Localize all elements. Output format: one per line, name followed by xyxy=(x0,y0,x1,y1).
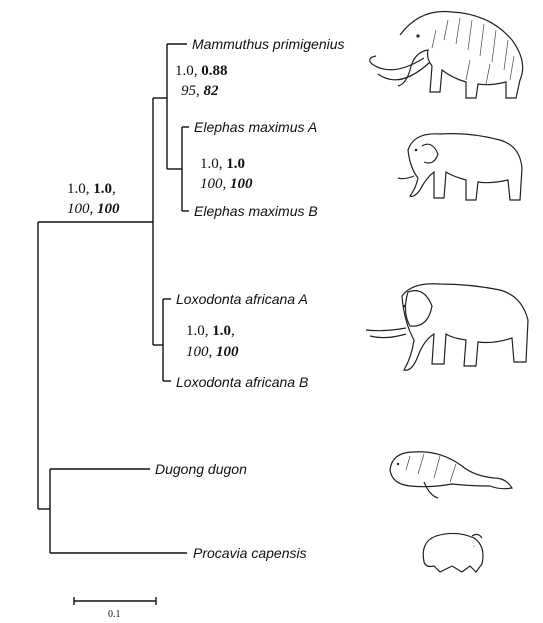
bootstrap-1: 95 xyxy=(181,83,197,99)
scale-bar: 0.1 xyxy=(73,597,157,620)
bootstrap-1: 100 xyxy=(200,176,223,192)
svg-text:95, 82: 95, 82 xyxy=(181,83,219,99)
bootstrap-2: 100 xyxy=(230,176,253,192)
bootstrap-1: 100 xyxy=(67,201,90,217)
asian-elephant-illustration xyxy=(397,133,523,201)
separator: , xyxy=(209,344,217,360)
separator: , xyxy=(112,181,116,197)
tree-branches xyxy=(37,43,189,554)
svg-text:100, 100: 100, 100 xyxy=(200,176,253,192)
african-elephant-illustration xyxy=(365,283,529,371)
support-elephantidae: 1.0, 1.0, 100, 100 xyxy=(67,181,120,217)
hyrax-illustration xyxy=(422,532,484,573)
posterior-probability-1: 1.0, xyxy=(200,156,226,172)
separator: , xyxy=(196,83,204,99)
dugong-illustration xyxy=(389,451,513,499)
bootstrap-2: 100 xyxy=(216,344,239,360)
support-loxodonta: 1.0, 1.0, 100, 100 xyxy=(186,323,239,360)
posterior-probability-2: 1.0 xyxy=(226,156,245,172)
svg-text:100, 100: 100, 100 xyxy=(67,201,120,217)
separator: , xyxy=(231,323,235,339)
svg-text:1.0, 1.0,: 1.0, 1.0, xyxy=(186,323,235,339)
svg-text:1.0, 1.0: 1.0, 1.0 xyxy=(200,156,245,172)
svg-text:1.0, 0.88: 1.0, 0.88 xyxy=(175,63,228,79)
posterior-probability-2: 0.88 xyxy=(201,63,227,79)
taxon-label-procavia: Procavia capensis xyxy=(193,545,307,561)
bootstrap-1: 100 xyxy=(186,344,209,360)
taxon-label-mammuthus: Mammuthus primigenius xyxy=(192,36,345,52)
svg-text:1.0, 1.0,: 1.0, 1.0, xyxy=(67,181,116,197)
taxon-label-elephas-a: Elephas maximus A xyxy=(194,119,317,135)
posterior-probability-1: 1.0, xyxy=(186,323,212,339)
posterior-probability-2: 1.0 xyxy=(93,181,112,197)
taxon-label-dugong: Dugong dugon xyxy=(155,461,247,477)
posterior-probability-1: 1.0, xyxy=(175,63,201,79)
taxon-label-loxodonta-b: Loxodonta africana B xyxy=(176,374,308,390)
woolly-mammoth-illustration xyxy=(369,10,524,99)
taxon-label-elephas-b: Elephas maximus B xyxy=(194,203,318,219)
svg-text:100, 100: 100, 100 xyxy=(186,344,239,360)
support-elephas: 1.0, 1.0 100, 100 xyxy=(200,156,253,192)
separator: , xyxy=(90,201,98,217)
bootstrap-2: 82 xyxy=(204,83,220,99)
posterior-probability-1: 1.0, xyxy=(67,181,93,197)
separator: , xyxy=(223,176,231,192)
posterior-probability-2: 1.0 xyxy=(212,323,231,339)
scale-bar-label: 0.1 xyxy=(108,609,121,620)
bootstrap-2: 100 xyxy=(97,201,120,217)
taxon-label-loxodonta-a: Loxodonta africana A xyxy=(176,291,308,307)
support-mammuthus-elephas: 1.0, 0.88 95, 82 xyxy=(175,63,228,99)
